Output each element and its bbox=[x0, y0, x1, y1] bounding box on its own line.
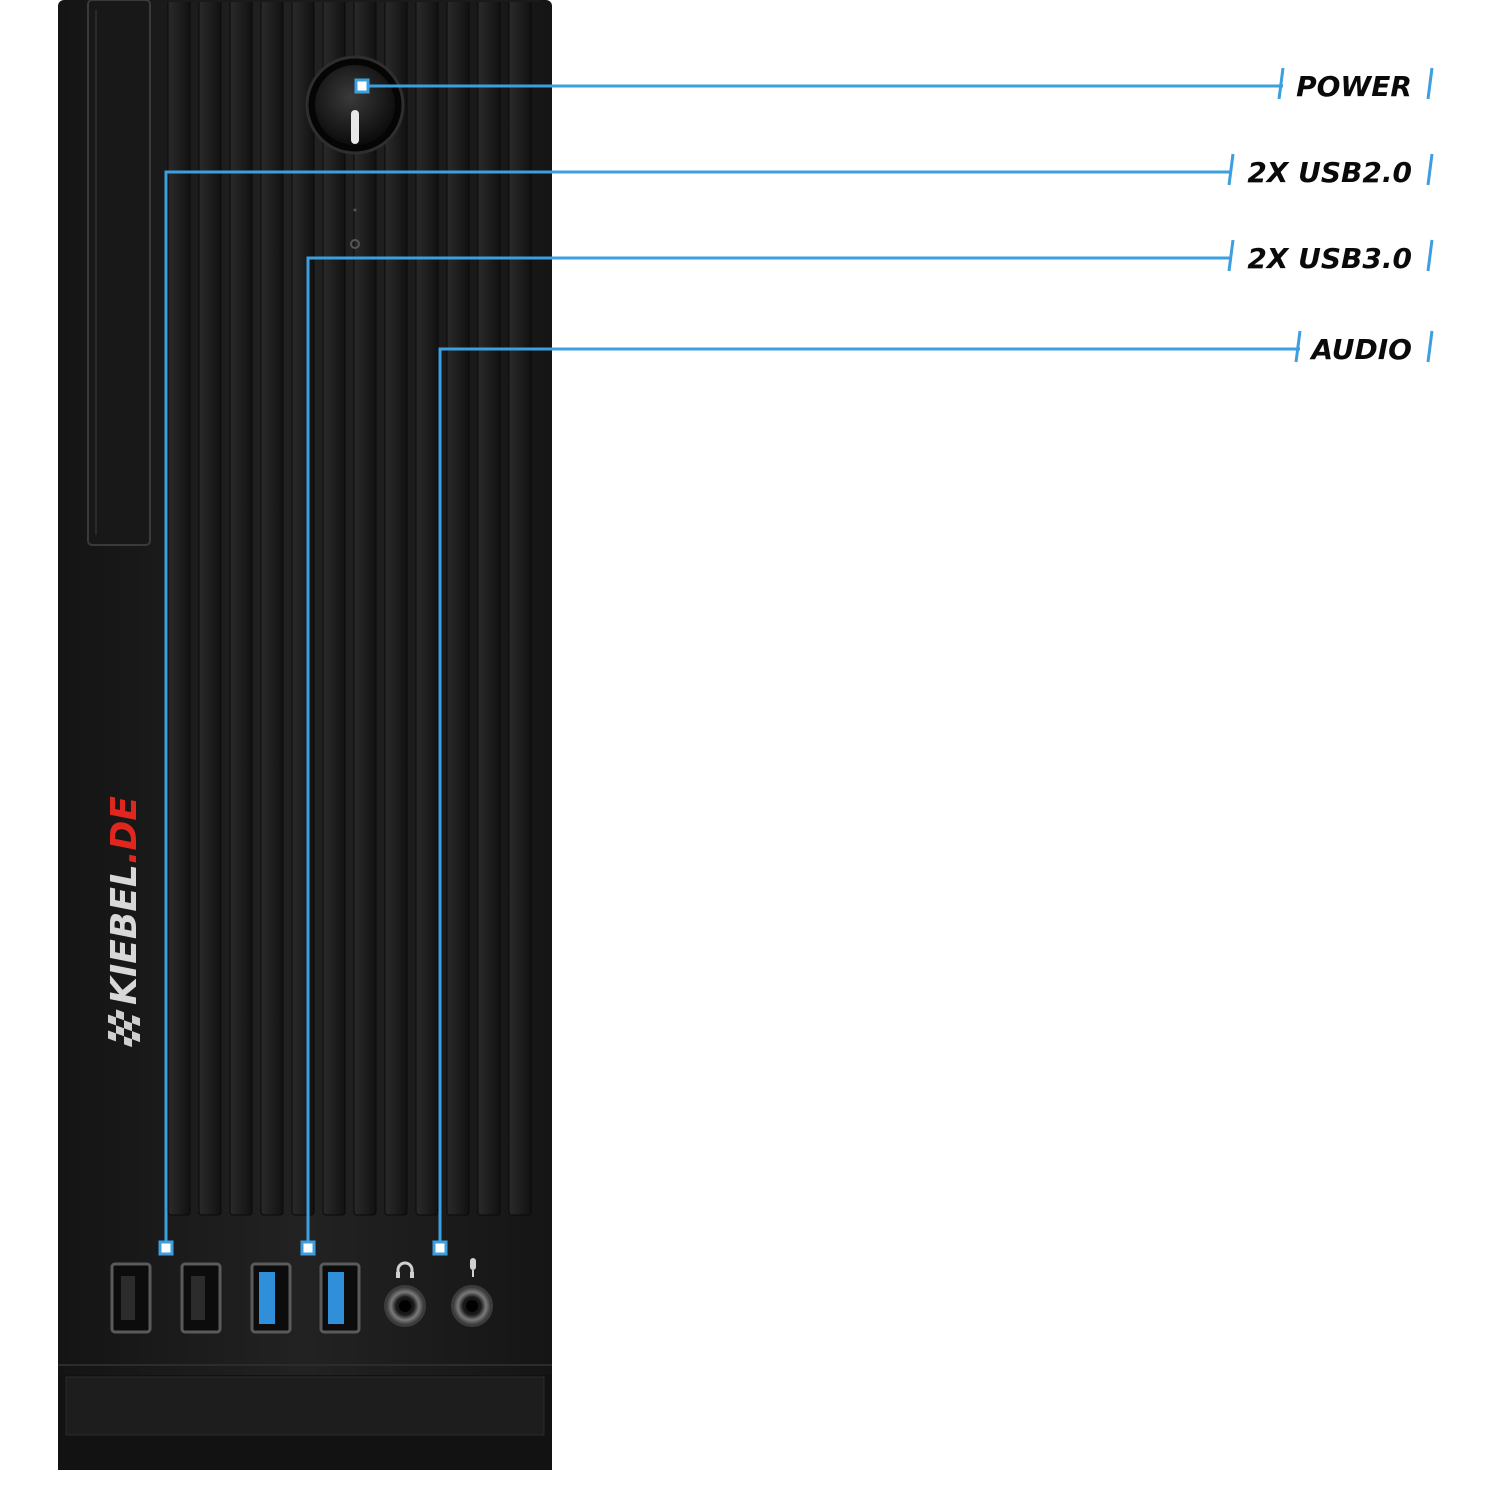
usb3-port-2[interactable] bbox=[319, 1262, 361, 1334]
callout-label-usb3: 2X USB3.0 bbox=[1247, 242, 1412, 275]
callout-label-power: POWER bbox=[1296, 70, 1412, 103]
callout-bracket-left bbox=[1227, 153, 1235, 186]
grille-rib bbox=[477, 0, 501, 1216]
grille-rib bbox=[322, 0, 346, 1216]
checkered-flag-icon bbox=[108, 1009, 140, 1048]
usb2-port-2[interactable] bbox=[180, 1262, 222, 1334]
headphone-jack[interactable] bbox=[384, 1285, 426, 1327]
brand-logo-text: KIEBEL.DE bbox=[104, 796, 145, 1005]
callout-line bbox=[306, 256, 1232, 1248]
grille-rib bbox=[508, 0, 532, 1216]
callout-label-audio: AUDIO bbox=[1309, 333, 1412, 366]
grille-rib bbox=[229, 0, 253, 1216]
grille-rib bbox=[415, 0, 439, 1216]
callout-bracket-right bbox=[1426, 153, 1434, 186]
case-bottom-band bbox=[65, 1376, 545, 1436]
callout-bracket-left bbox=[1294, 330, 1302, 363]
pc-case: KIEBEL.DE bbox=[58, 0, 552, 1470]
grille-rib bbox=[291, 0, 315, 1216]
callout-audio: AUDIO bbox=[432, 330, 1434, 1256]
callout-label-usb2: 2X USB2.0 bbox=[1247, 156, 1412, 189]
callout-bracket-right bbox=[1426, 67, 1434, 100]
front-io-panel bbox=[110, 1258, 493, 1334]
callout-line bbox=[438, 347, 1300, 1248]
usb2-port-1[interactable] bbox=[110, 1262, 152, 1334]
power-icon bbox=[351, 110, 359, 144]
grille-rib bbox=[167, 0, 191, 1216]
callout-marker bbox=[158, 1240, 174, 1256]
callout-marker bbox=[354, 78, 370, 94]
optical-drive-bay[interactable] bbox=[87, 0, 151, 546]
callout-line bbox=[164, 170, 1232, 1248]
callout-bracket-left bbox=[1277, 67, 1285, 100]
reset-pinhole[interactable] bbox=[353, 208, 357, 212]
callout-marker bbox=[432, 1240, 448, 1256]
grille-rib bbox=[260, 0, 284, 1216]
grille-rib bbox=[353, 0, 377, 1216]
grille-rib bbox=[446, 0, 470, 1216]
callout-usb2: 2X USB2.0 bbox=[158, 153, 1434, 1256]
usb3-port-1[interactable] bbox=[250, 1262, 292, 1334]
power-button[interactable] bbox=[305, 55, 405, 155]
headphone-icon bbox=[396, 1261, 414, 1278]
front-grille bbox=[167, 0, 540, 1216]
brand-logo: KIEBEL.DE bbox=[104, 796, 145, 1048]
callout-bracket-left bbox=[1227, 239, 1235, 272]
callout-usb3: 2X USB3.0 bbox=[300, 239, 1434, 1256]
grille-rib bbox=[198, 0, 222, 1216]
callout-marker bbox=[300, 1240, 316, 1256]
microphone-jack[interactable] bbox=[451, 1285, 493, 1327]
callout-power: POWER bbox=[354, 67, 1434, 103]
callout-bracket-right bbox=[1426, 330, 1434, 363]
microphone-icon bbox=[470, 1258, 476, 1277]
grille-rib bbox=[384, 0, 408, 1216]
hdd-led bbox=[350, 239, 360, 249]
callout-bracket-right bbox=[1426, 239, 1434, 272]
